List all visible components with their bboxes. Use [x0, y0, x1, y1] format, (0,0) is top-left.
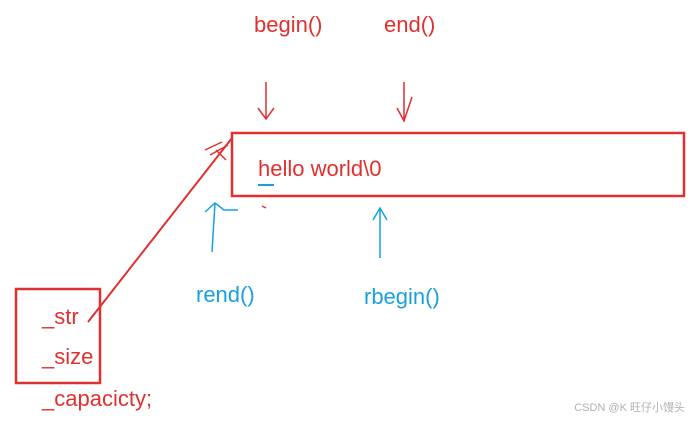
member-capacity: _capacicty; [42, 386, 153, 411]
member-size: _size [42, 344, 94, 369]
buffer-content: hello world\0 [258, 156, 382, 181]
watermark: CSDN @K 旺仔小馒头 [574, 402, 685, 414]
rend-label: rend() [196, 282, 255, 307]
member-str: _str [42, 304, 79, 329]
rend-arrow-icon [204, 202, 238, 253]
str-pointer-line [87, 137, 233, 323]
stray-mark [261, 205, 267, 209]
end-label: end() [384, 12, 436, 37]
struct-box [14, 287, 102, 385]
end-arrow-icon [396, 82, 413, 123]
str-pointer-arrowhead [204, 141, 229, 161]
rbegin-label: rbegin() [364, 284, 440, 309]
string-buffer-box [230, 131, 686, 198]
rbegin-arrow-icon [372, 206, 388, 258]
begin-arrow-icon [257, 82, 275, 121]
begin-label: begin() [254, 12, 323, 37]
